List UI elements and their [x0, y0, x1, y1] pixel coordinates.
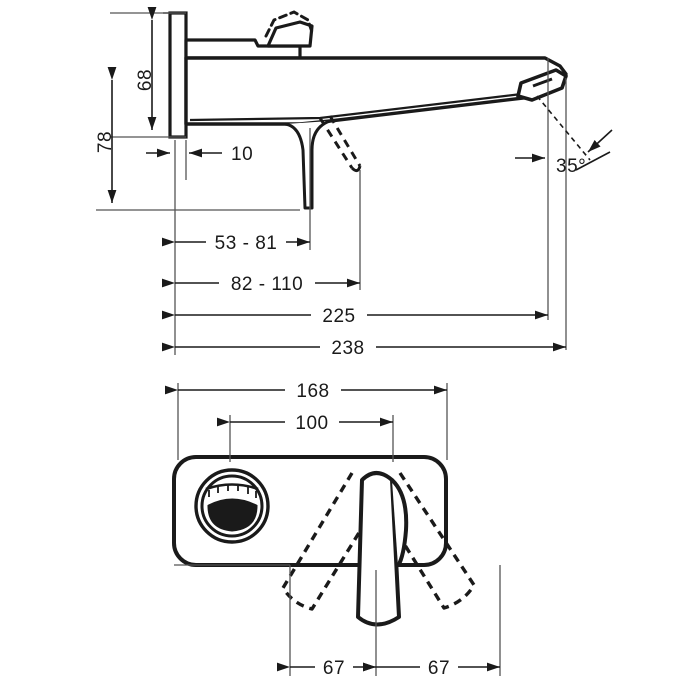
- front-elevation-view: 168 100 67 67: [165, 379, 501, 679]
- dimension-67-left-label: 67: [323, 658, 345, 679]
- dimension-78-label: 78: [95, 131, 116, 153]
- side-elevation-view: 68 78 10 53 - 81 82 - 110 2: [95, 7, 613, 359]
- lever-handle: [264, 10, 314, 48]
- dimension-53-81: 53 - 81: [162, 231, 310, 254]
- dimension-67-right: 67: [363, 656, 500, 679]
- dimension-68-label: 68: [135, 69, 156, 91]
- aerator-tip: [516, 68, 568, 102]
- dimension-67-left: 67: [277, 656, 376, 679]
- dimension-53-81-label: 53 - 81: [215, 233, 278, 254]
- handle-position-left-dashed: [281, 472, 383, 611]
- dimension-225-label: 225: [322, 306, 355, 327]
- dimension-168: 168: [165, 379, 447, 402]
- spout-drop-skirt: [284, 119, 331, 210]
- dimension-10-label: 10: [231, 144, 253, 165]
- dimension-100-label: 100: [295, 413, 328, 434]
- extension-lines-front: [174, 383, 501, 676]
- dimension-10: 10: [146, 144, 253, 165]
- dimension-35-label: 35°: [556, 156, 586, 177]
- dimension-238: 238: [162, 336, 566, 359]
- dimension-82-110: 82 - 110: [162, 272, 360, 295]
- dimension-35-degrees: 35°: [515, 95, 613, 177]
- dimension-100: 100: [217, 411, 393, 434]
- dimension-238-label: 238: [331, 338, 364, 359]
- dimension-168-label: 168: [296, 381, 329, 402]
- lever-handle-front: [356, 471, 409, 627]
- spout-alternate-position-dashed: [318, 115, 362, 173]
- dimension-82-110-label: 82 - 110: [231, 274, 303, 295]
- spout-body: [184, 38, 568, 126]
- dimension-78: 78: [95, 67, 117, 203]
- handle-position-right-dashed: [373, 472, 476, 610]
- dimension-67-right-label: 67: [428, 658, 450, 679]
- dimension-68: 68: [135, 7, 157, 130]
- dimension-225: 225: [162, 304, 548, 327]
- knob-tick-marks: [208, 484, 257, 498]
- wall-mounting-plate: [163, 11, 188, 139]
- temperature-control-knob: [194, 468, 270, 544]
